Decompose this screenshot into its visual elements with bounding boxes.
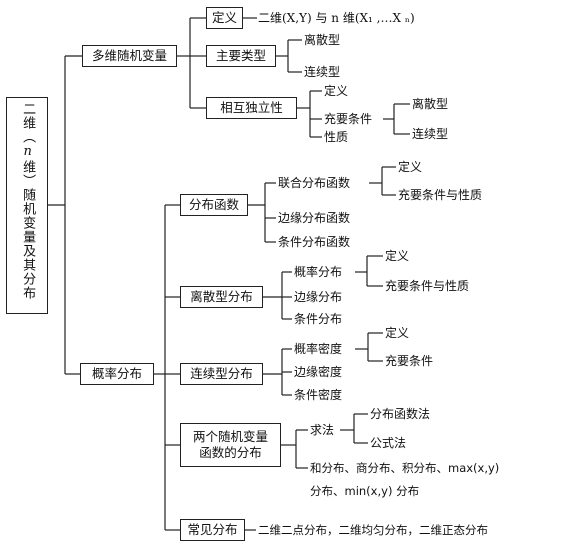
discrete-conditional: 条件分布 [293, 312, 344, 326]
joint-distribution-function: 联合分布函数 [277, 176, 352, 190]
root-title-variable: n [20, 144, 36, 160]
independence-continuous: 连续型 [411, 127, 450, 141]
main-type-discrete: 离散型 [303, 33, 342, 47]
discrete-condition-property: 充要条件与性质 [384, 279, 471, 293]
joint-condition-property: 充要条件与性质 [397, 188, 484, 202]
function-distribution-label-line1: 两个随机变量 [192, 429, 268, 445]
formula-method: 公式法 [369, 436, 408, 450]
continuous-density: 概率密度 [293, 342, 344, 356]
function-distribution-label-line2: 函数的分布 [199, 445, 262, 460]
independence-definition: 定义 [323, 84, 350, 98]
discrete-distribution-box: 离散型分布 [180, 286, 263, 308]
continuous-definition: 定义 [384, 326, 411, 340]
marginal-distribution-function: 边缘分布函数 [277, 211, 352, 225]
continuous-marginal: 边缘密度 [293, 365, 344, 379]
function-distribution-types-line1: 和分布、商分布、积分布、max(x,y) [309, 461, 501, 475]
main-type-continuous: 连续型 [303, 65, 342, 79]
solution-method: 求法 [309, 423, 336, 437]
multi-variable-box: 多维随机变量 [82, 45, 177, 67]
discrete-definition: 定义 [384, 249, 411, 263]
independence-condition: 充要条件 [323, 112, 374, 126]
main-types-box: 主要类型 [206, 45, 276, 67]
continuous-distribution-box: 连续型分布 [180, 363, 263, 385]
probability-distribution-box: 概率分布 [80, 363, 154, 385]
root-box: 二维（ n 维）随机变量及其分布 [6, 97, 48, 314]
joint-definition: 定义 [397, 160, 424, 174]
function-distribution-box: 两个随机变量 函数的分布 [180, 423, 281, 467]
definition-text: 二维(X,Y) 与 n 维(X₁ ,…X ₙ) [257, 11, 416, 25]
distribution-function-method: 分布函数法 [369, 407, 432, 421]
distribution-function-box: 分布函数 [180, 194, 248, 216]
continuous-conditional: 条件密度 [293, 388, 344, 402]
conditional-distribution-function: 条件分布函数 [277, 235, 352, 249]
continuous-condition: 充要条件 [384, 354, 435, 368]
discrete-probability: 概率分布 [293, 265, 344, 279]
root-title-part1: 二维（ [20, 102, 36, 144]
independence-box: 相互独立性 [206, 97, 297, 119]
definition-box: 定义 [206, 7, 243, 29]
common-distribution-list: 二维二点分布，二维均匀分布，二维正态分布 [257, 523, 489, 537]
independence-property: 性质 [323, 130, 350, 144]
independence-discrete: 离散型 [411, 97, 450, 111]
common-distribution-box: 常见分布 [180, 519, 245, 541]
root-title-part2: 维）随机变量及其分布 [20, 160, 36, 300]
discrete-marginal: 边缘分布 [293, 290, 344, 304]
function-distribution-types-line2: 分布、min(x,y) 分布 [309, 484, 421, 498]
